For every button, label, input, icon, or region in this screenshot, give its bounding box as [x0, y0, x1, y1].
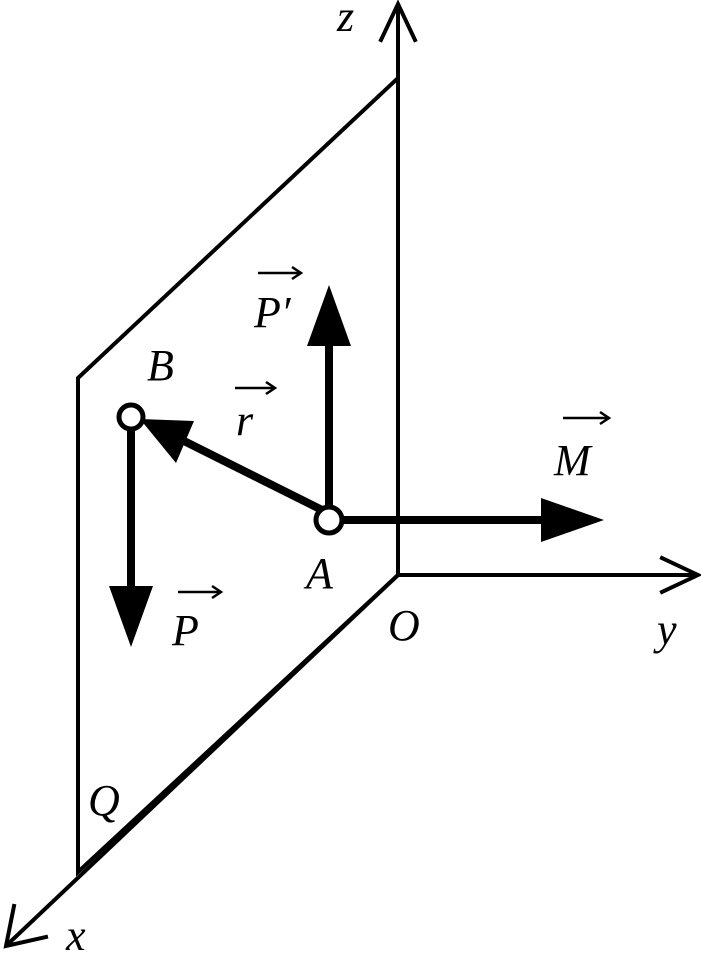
y-axis-arrowhead: [659, 555, 701, 595]
vector-r-shaft: [166, 429, 324, 514]
origin-label: O: [388, 601, 420, 650]
vector-m-arrowhead: [541, 498, 604, 542]
vector-p-prime-over-arrow-icon: [258, 265, 304, 281]
x-axis-label: x: [65, 911, 86, 954]
vector-p-arrowhead: [109, 586, 153, 647]
point-a-label: A: [303, 549, 334, 598]
plane-q-label: Q: [88, 776, 120, 825]
y-axis-label: y: [653, 605, 677, 654]
vector-p-label: P: [171, 606, 199, 655]
vector-r-arrowhead: [140, 419, 194, 463]
x-axis-arrowhead: [3, 903, 49, 949]
z-axis-label: z: [336, 0, 354, 41]
point-a: [313, 504, 345, 536]
point-b-label: B: [147, 341, 174, 390]
vector-p-prime-label: P′: [253, 288, 292, 337]
plane-q: [76, 73, 400, 877]
x-axis: [5, 572, 401, 947]
vector-p-over-arrow-icon: [178, 584, 224, 600]
vector-m-label: M: [553, 436, 593, 485]
vector-m-over-arrow-icon: [563, 410, 612, 426]
vector-r-over-arrow-icon: [235, 380, 278, 396]
vector-p-prime-arrowhead: [307, 285, 351, 346]
z-axis-arrowhead: [378, 0, 418, 43]
vector-r-label: r: [236, 396, 254, 445]
point-b: [116, 402, 146, 432]
